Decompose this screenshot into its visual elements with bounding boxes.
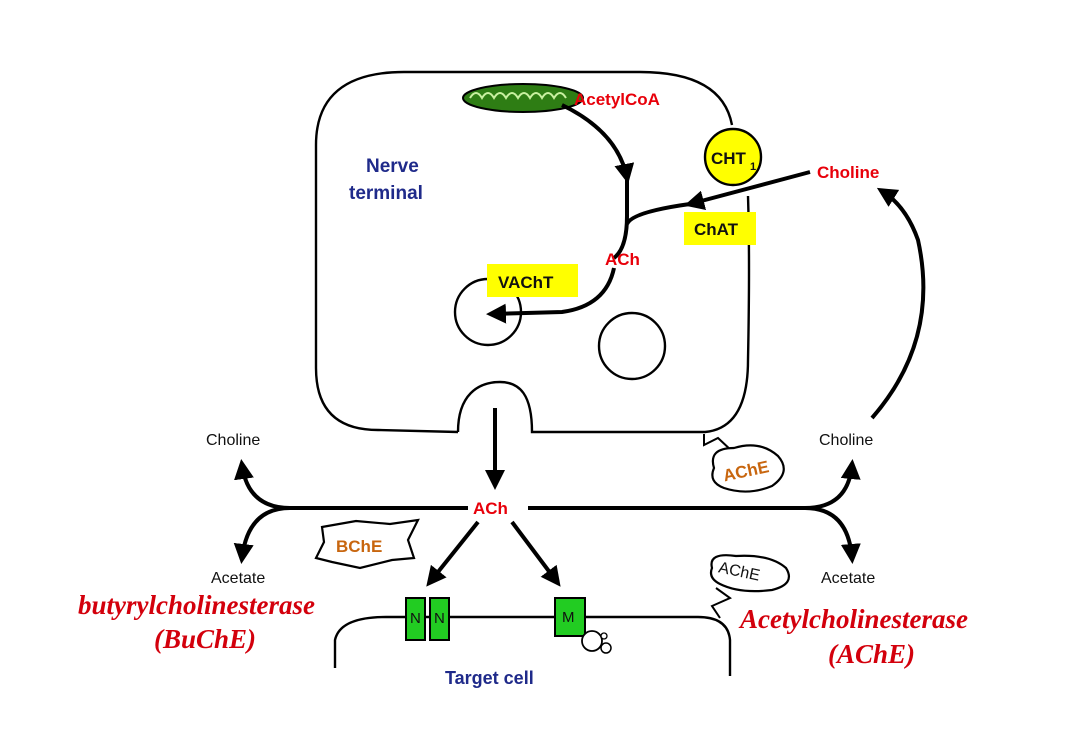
synthesis-path (612, 178, 629, 260)
nerve-terminal-label-line1: Nerve (366, 156, 419, 177)
ach-to-muscarinic-arrow (510, 520, 561, 587)
nerve-terminal-membrane (314, 70, 751, 434)
receptor-n1-label: N (410, 610, 421, 627)
ache-anchor-lower (710, 587, 733, 619)
choline-uptake-arrow (684, 170, 811, 211)
acetylcoa-label: AcetylCoA (574, 90, 660, 109)
nerve-terminal-label-line2: terminal (349, 183, 423, 204)
target-cell-membrane (333, 615, 732, 676)
choline-recycle-arrow (870, 187, 926, 420)
ache-lower-blob (709, 554, 790, 593)
cht1-label: CHT (711, 149, 747, 168)
cleft-line-right (528, 459, 861, 510)
acetylcholinesterase-label: Acetylcholinesterase (738, 604, 968, 634)
choline-top-label: Choline (817, 163, 879, 182)
acetylcoa-arrow (561, 103, 635, 184)
muscarinic-receptor: M (554, 597, 586, 637)
nicotinic-receptor-1: N (405, 597, 426, 641)
vacht-transporter: VAChT (487, 264, 578, 297)
chat-label: ChAT (694, 220, 739, 239)
vacht-label: VAChT (498, 273, 554, 292)
mitochondrion-icon (462, 83, 584, 113)
target-cell-label: Target cell (445, 668, 534, 688)
choline-to-synthesis (625, 202, 691, 226)
cht1-transporter: CHT 1 (703, 127, 763, 187)
choline-left-label: Choline (206, 432, 260, 449)
ach-loading-arrow (486, 267, 616, 324)
receptor-m-label: M (562, 609, 575, 626)
butyrylcholinesterase-label: butyrylcholinesterase (78, 590, 315, 620)
chat-enzyme: ChAT (684, 212, 756, 245)
ache-abbreviation-label: (AChE) (828, 639, 915, 669)
ach-cleft-label: ACh (473, 499, 508, 518)
nicotinic-receptor-2: N (429, 597, 450, 641)
ach-to-nicotinic-arrow (426, 520, 480, 587)
choline-right-label: Choline (819, 432, 873, 449)
cleft-line-left-down (233, 506, 291, 564)
ach-inside-label: ACh (605, 250, 640, 269)
ache-anchor-upper (703, 434, 734, 453)
synaptic-vesicle (597, 311, 667, 381)
buche-abbreviation-label: (BuChE) (154, 624, 256, 654)
cleft-line-right-down (804, 506, 861, 564)
acetate-left-label: Acetate (211, 570, 265, 587)
bche-label: BChE (336, 537, 382, 556)
g-protein-icon (581, 630, 612, 654)
cleft-line-left (234, 459, 468, 510)
bche-blob (314, 518, 420, 570)
receptor-n2-label: N (434, 610, 445, 627)
ache-upper-blob (711, 444, 785, 493)
acetate-right-label: Acetate (821, 570, 875, 587)
cht1-subscript: 1 (750, 161, 756, 173)
